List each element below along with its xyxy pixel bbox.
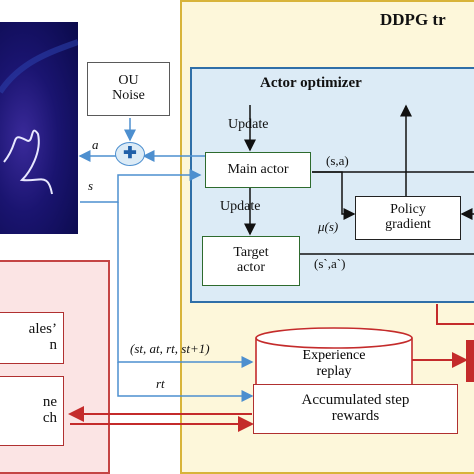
environment-visualization [0,22,78,234]
main-actor-box: Main actor [205,152,311,188]
target-actor-line2: actor [237,260,265,275]
left-box-bottom-line2: ch [42,410,57,426]
right-red-block [466,340,474,382]
target-state-action-label: (s`,a`) [314,256,346,271]
accumulated-line2: rewards [331,408,380,424]
main-actor-label: Main actor [227,161,289,177]
policy-gradient-line2: gradient [385,217,431,232]
policy-gradient-box: Policy gradient [355,196,461,240]
left-box-top: ales’ n [0,312,64,364]
experience-replay-line2: replay [316,364,352,380]
left-box-top-line2: n [49,337,58,353]
accumulated-line1: Accumulated step [301,392,410,409]
update-mid-label: Update [220,199,261,214]
ou-noise-line2: Noise [112,88,145,103]
line-state-to-actor [80,169,202,203]
action-a-label: a [92,137,99,152]
mu-s-label: μ(s) [318,219,339,234]
reward-label: rt [156,376,165,391]
state-s-label: s [88,178,94,193]
left-box-top-line1: ales’ [28,321,57,338]
accumulated-rewards-box: Accumulated step rewards [253,384,458,434]
ou-noise-box: OU Noise [87,62,170,116]
policy-gradient-line1: Policy [390,202,426,218]
actor-optimizer-title: Actor optimizer [260,75,362,91]
left-box-bottom: ne ch [0,376,64,446]
ou-noise-line1: OU [118,73,139,89]
line-red-top [436,304,474,325]
state-action-label: (s,a) [326,153,349,168]
target-actor-line1: Target [233,245,269,261]
plus-icon: ✚ [123,145,137,162]
experience-replay-label: Experience replay [254,348,414,380]
experience-replay-cylinder [255,327,413,397]
sum-node: ✚ [115,142,145,166]
target-actor-box: Target actor [202,236,300,286]
left-box-bottom-line1: ne [42,394,57,411]
line-mu-to-policy [312,171,356,220]
trajectory-graphic [0,39,78,195]
transition-tuple-label: (st, at, rt, st+1) [130,341,210,356]
ddpg-title: DDPG tr [380,10,446,29]
experience-replay-line1: Experience [302,348,366,363]
update-top-label: Update [228,117,269,132]
line-reward-to-accumulated [117,362,254,402]
